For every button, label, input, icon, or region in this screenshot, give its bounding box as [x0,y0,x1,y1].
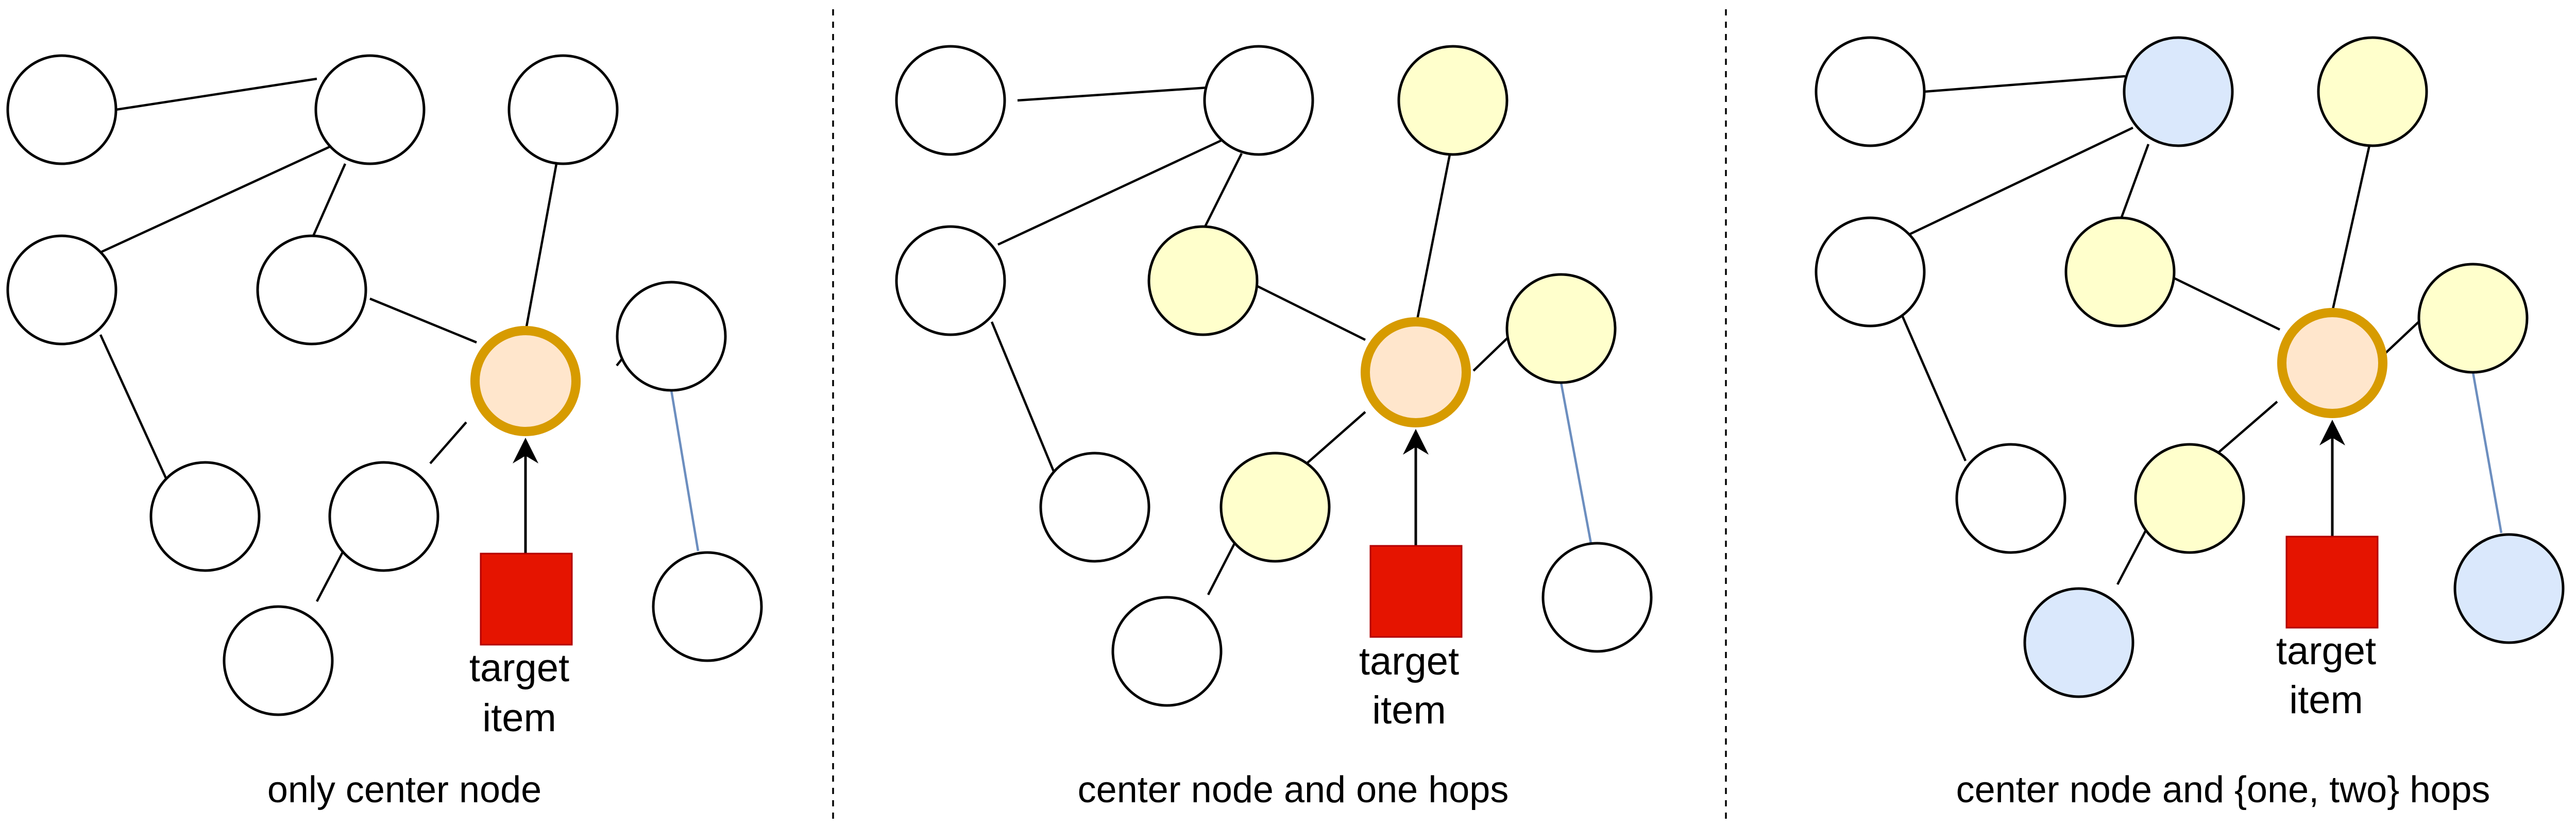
panel-one-hop: target item center node and one hops [895,45,1653,810]
node two-hop-node [2023,587,2134,698]
target-label-line2: item [1372,688,1446,732]
node [149,461,261,572]
node [895,225,1006,336]
node [1541,542,1653,653]
node [1203,45,1314,156]
node [1815,216,1926,327]
node [652,551,763,662]
node [256,234,367,346]
node two-hop-node [2453,533,2565,644]
center-node [1361,317,1471,427]
node one-hop-node [2317,36,2428,147]
node [223,605,334,716]
node one-hop-node [1397,45,1509,156]
edges [990,86,1592,596]
node [895,45,1006,156]
node [507,54,619,165]
center-node [2277,308,2387,418]
panel-caption: only center node [267,769,541,810]
node two-hop-node [2123,36,2234,147]
node one-hop-node [2064,216,2176,327]
node one-hop-node [2417,263,2529,374]
node [616,281,727,392]
node [314,54,426,165]
edges [1900,75,2503,585]
node [6,54,117,165]
target-label-line1: target [469,646,569,690]
center-node [470,326,581,436]
panel-only-center-node: target item only center node [6,54,763,810]
panel-caption: center node and {one, two} hops [1956,769,2490,810]
target-item-square [2285,536,2379,629]
node [1039,452,1150,563]
node [6,234,117,346]
panel-one-two-hops: target item center node and {one, two} h… [1815,36,2565,810]
node [1111,596,1223,707]
node [328,461,439,572]
node [1955,443,2066,554]
target-item-square [480,553,573,646]
node one-hop-node [1147,225,1259,336]
target-item-square [1369,545,1463,638]
panel-caption: center node and one hops [1078,769,1509,810]
target-label-line1: target [1359,640,1459,683]
target-label-line1: target [2276,629,2376,673]
node one-hop-node [1505,273,1617,384]
node one-hop-node [1219,452,1331,563]
target-label-line2: item [482,696,556,740]
node one-hop-node [2134,443,2245,554]
edges [99,77,700,602]
node [1815,36,1926,147]
target-label-line2: item [2289,678,2363,722]
